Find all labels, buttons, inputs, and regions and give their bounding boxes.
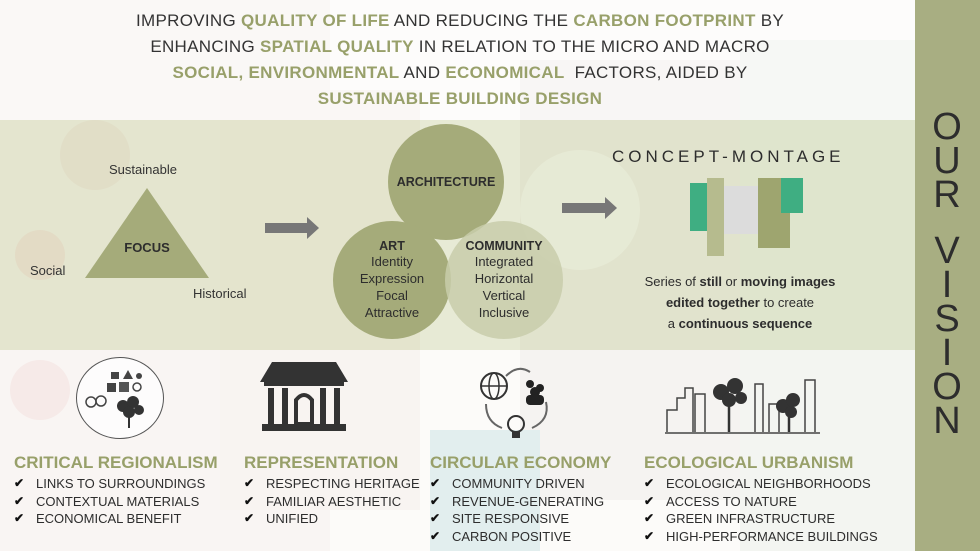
check-icon: ✔ bbox=[244, 493, 255, 508]
side-letter: R bbox=[933, 174, 962, 216]
list-item: ✔UNIFIED bbox=[244, 511, 318, 526]
category-title: CIRCULAR ECONOMY bbox=[430, 453, 612, 472]
category-title: CRITICAL REGIONALISM bbox=[14, 453, 218, 472]
list-item: ✔COMMUNITY DRIVEN bbox=[430, 476, 585, 491]
check-icon: ✔ bbox=[430, 476, 441, 490]
list-item: ✔GREEN INFRASTRUCTURE bbox=[644, 511, 836, 526]
check-icon: ✔ bbox=[644, 493, 655, 508]
montage-frame bbox=[724, 186, 758, 234]
building-heritage-icon bbox=[260, 362, 348, 432]
arrow-icon bbox=[562, 197, 617, 219]
list-item: ✔SITE RESPONSIVE bbox=[430, 511, 570, 526]
focus-triangle bbox=[85, 188, 209, 278]
focus-top-label: Sustainable bbox=[109, 162, 177, 177]
art-circle: ART Identity Expression Focal Attractive bbox=[333, 221, 451, 339]
concept-description: Series of still or moving images edited … bbox=[644, 274, 836, 331]
check-icon: ✔ bbox=[644, 476, 655, 490]
concept-montage-title: CONCEPT-MONTAGE bbox=[612, 147, 845, 166]
regionalism-icon bbox=[76, 357, 164, 439]
category-circular-economy: CIRCULAR ECONOMY ✔COMMUNITY DRIVEN ✔REVE… bbox=[430, 453, 611, 545]
community-circle: COMMUNITY Integrated Horizontal Vertical… bbox=[445, 221, 563, 339]
focus-right-label: Historical bbox=[193, 286, 247, 301]
check-icon: ✔ bbox=[644, 528, 655, 543]
list-item: ✔ECONOMICAL BENEFIT bbox=[14, 511, 182, 526]
category-title: REPRESENTATION bbox=[244, 453, 399, 472]
circular-economy-icon bbox=[472, 362, 564, 444]
category-representation: REPRESENTATION ✔RESPECTING HERITAGE ✔FAM… bbox=[244, 453, 420, 528]
side-letter: N bbox=[933, 400, 962, 442]
montage-frame bbox=[690, 183, 712, 231]
headline-band bbox=[0, 0, 915, 120]
list-item: ✔FAMILIAR AESTHETIC bbox=[244, 493, 402, 509]
list-item: ✔CARBON POSITIVE bbox=[430, 528, 572, 544]
side-letter: O bbox=[932, 106, 963, 148]
check-icon: ✔ bbox=[430, 493, 441, 508]
architecture-circle: ARCHITECTURE bbox=[388, 124, 504, 240]
side-letter: I bbox=[941, 264, 954, 306]
category-ecological-urbanism: ECOLOGICAL URBANISM ✔ECOLOGICAL NEIGHBOR… bbox=[644, 453, 878, 545]
check-icon: ✔ bbox=[430, 511, 441, 525]
check-icon: ✔ bbox=[14, 511, 25, 525]
check-icon: ✔ bbox=[14, 493, 25, 508]
arrow-icon bbox=[265, 217, 319, 239]
side-title: O U R V I S I O N bbox=[915, 106, 980, 442]
side-bar bbox=[915, 0, 980, 551]
ecological-city-icon bbox=[665, 370, 820, 436]
list-item: ✔LINKS TO SURROUNDINGS bbox=[14, 476, 206, 491]
focus-label: FOCUS bbox=[124, 240, 170, 255]
check-icon: ✔ bbox=[14, 476, 25, 490]
side-letter: U bbox=[933, 140, 962, 182]
focus-left-label: Social bbox=[30, 263, 66, 278]
check-icon: ✔ bbox=[244, 511, 255, 525]
list-item: ✔ECOLOGICAL NEIGHBORHOODS bbox=[644, 476, 871, 491]
list-item: ✔CONTEXTUAL MATERIALS bbox=[14, 493, 200, 509]
montage-frame bbox=[707, 178, 724, 256]
list-item: ✔REVENUE-GENERATING bbox=[430, 493, 605, 509]
montage-frame bbox=[781, 178, 803, 213]
check-icon: ✔ bbox=[644, 511, 655, 525]
side-letter: I bbox=[941, 332, 954, 374]
side-letter: O bbox=[932, 366, 963, 408]
check-icon: ✔ bbox=[244, 476, 255, 490]
list-item: ✔ACCESS TO NATURE bbox=[644, 493, 797, 509]
check-icon: ✔ bbox=[430, 528, 441, 543]
side-letter: S bbox=[934, 298, 961, 340]
list-item: ✔HIGH-PERFORMANCE BUILDINGS bbox=[644, 528, 878, 544]
category-critical-regionalism: CRITICAL REGIONALISM ✔LINKS TO SURROUNDI… bbox=[14, 453, 218, 528]
headline: IMPROVING QUALITY OF LIFE AND REDUCING T… bbox=[136, 11, 784, 108]
list-item: ✔RESPECTING HERITAGE bbox=[244, 476, 420, 491]
category-title: ECOLOGICAL URBANISM bbox=[644, 453, 854, 472]
side-letter: V bbox=[934, 230, 961, 272]
